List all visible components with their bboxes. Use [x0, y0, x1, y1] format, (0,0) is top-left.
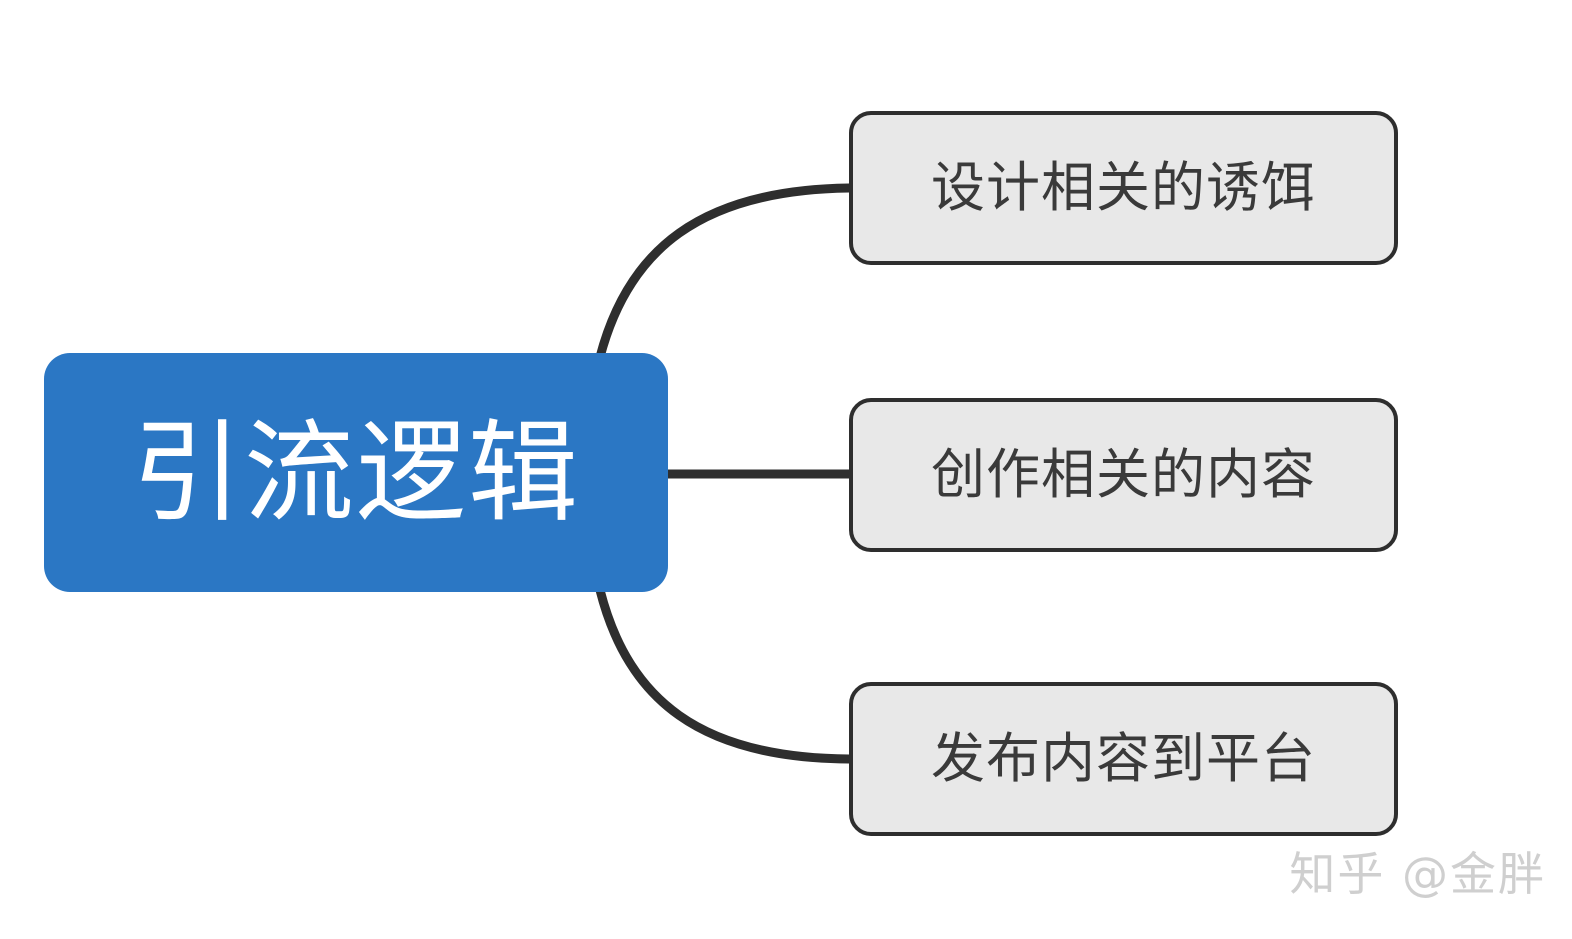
branch-node-1-label: 设计相关的诱饵 [931, 156, 1316, 219]
branch-node-3-label: 发布内容到平台 [931, 727, 1316, 790]
branch-node-2[interactable]: 创作相关的内容 [849, 398, 1398, 552]
root-node[interactable]: 引流逻辑 [44, 353, 668, 592]
branch-node-3[interactable]: 发布内容到平台 [849, 682, 1398, 836]
branch-node-2-label: 创作相关的内容 [931, 443, 1316, 506]
root-node-label: 引流逻辑 [132, 408, 580, 537]
watermark: 知乎 @金胖 [1289, 847, 1546, 901]
connector-curve-top [595, 183, 854, 362]
connector-curve-bottom [595, 585, 854, 764]
branch-node-1[interactable]: 设计相关的诱饵 [849, 111, 1398, 265]
